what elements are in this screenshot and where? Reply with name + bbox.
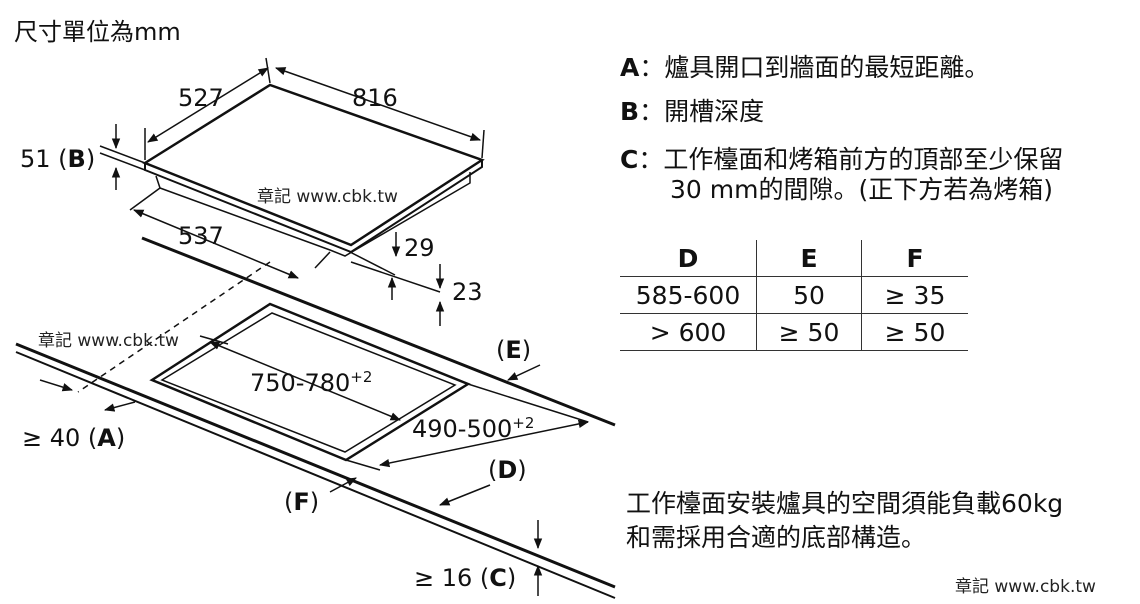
legend-c-text: 工作檯面和烤箱前方的頂部至少保留: [663, 145, 1064, 174]
table-row: > 600 ≥ 50 ≥ 50: [620, 313, 968, 351]
dim-527-label: 527: [178, 84, 224, 112]
legend-c: C：工作檯面和烤箱前方的頂部至少保留: [620, 144, 1063, 176]
unit-note: 尺寸單位為mm: [14, 18, 181, 46]
dim-816-line: [275, 67, 481, 141]
legend-a-sep: ：: [639, 53, 665, 82]
watermark-2: 章記 www.cbk.tw: [38, 331, 179, 351]
cutout-depth-tol: +2: [512, 414, 535, 432]
wall-dashed-line: [77, 261, 271, 393]
dim-816-label: 816: [352, 84, 398, 112]
dim-29-label: 29: [404, 234, 435, 262]
min-c-label: ≥ 16 (C): [414, 564, 517, 592]
load-note-line1: 工作檯面安裝爐具的空間須能負載60kg: [626, 489, 1064, 518]
dim-527-line: [147, 67, 269, 143]
table-cell: ≥ 35: [861, 276, 968, 314]
table-cell: ≥ 50: [756, 313, 862, 351]
countertop-back-edge: [141, 236, 616, 427]
cutout-width-tol: +2: [350, 368, 373, 386]
dim-23-label: 23: [452, 278, 483, 306]
label-d: (D): [488, 456, 527, 484]
countertop-front-edge: [15, 342, 616, 589]
table-header-d: D: [677, 243, 699, 273]
table-cell: 50: [756, 276, 862, 314]
table-cell: > 600: [620, 313, 757, 351]
label-d-letter: D: [497, 456, 518, 484]
cutout-width-label: 750-780+2: [250, 368, 372, 397]
legend-a-text: 爐具開口到牆面的最短距離。: [664, 53, 990, 82]
min-a-value: ≥ 40: [22, 424, 81, 452]
dim-490-line: [378, 419, 590, 468]
cutout-width-value: 750-780: [250, 369, 351, 397]
dim-537-label: 537: [178, 222, 224, 250]
dim-750-line: [209, 341, 401, 421]
legend-c-line2: 30 mm的間隙。(正下方若為烤箱): [670, 175, 1053, 204]
load-note-line2: 和需採用合適的底部構造。: [626, 523, 927, 552]
legend-c-sep: ：: [638, 145, 664, 174]
table-header-e: E: [756, 240, 862, 277]
dim-537-line: [133, 209, 299, 279]
label-e-letter: E: [505, 336, 522, 364]
legend-b-text: 開槽深度: [664, 97, 765, 126]
table-cell: 585-600: [620, 276, 757, 314]
cutout-inner: [160, 312, 457, 453]
legend-c-key: C: [620, 145, 639, 174]
legend-a: A：爐具開口到牆面的最短距離。: [620, 52, 989, 84]
cutout-depth-label: 490-500+2: [412, 414, 534, 443]
watermark-1: 章記 www.cbk.tw: [257, 187, 398, 207]
table-row: 585-600 50 ≥ 35: [620, 276, 968, 314]
dim-b-label: 51 (B): [20, 145, 96, 173]
dim-b-value: 51: [20, 145, 51, 173]
label-f: (F): [284, 488, 320, 516]
legend-b-sep: ：: [639, 97, 665, 126]
cutout-depth-value: 490-500: [412, 415, 513, 443]
min-a-letter: A: [97, 424, 116, 452]
countertop-front-lower: [15, 351, 616, 599]
table-header-row: D E F: [620, 240, 968, 277]
label-f-letter: F: [293, 488, 310, 516]
watermark-3: 章記 www.cbk.tw: [955, 577, 1096, 597]
legend-b-key: B: [620, 97, 640, 126]
legend-a-key: A: [620, 53, 640, 82]
label-e: (E): [496, 336, 532, 364]
table-cell: ≥ 50: [861, 313, 968, 351]
min-c-value: ≥ 16: [414, 564, 473, 592]
hob-body: [155, 172, 471, 257]
table-header-f: F: [861, 240, 968, 277]
legend-b: B：開槽深度: [620, 96, 764, 128]
min-c-letter: C: [489, 564, 507, 592]
clearance-table: D E F 585-600 50 ≥ 35 > 600 ≥ 50 ≥ 50: [620, 240, 968, 351]
dim-b-letter: B: [67, 145, 86, 173]
min-a-label: ≥ 40 (A): [22, 424, 126, 452]
